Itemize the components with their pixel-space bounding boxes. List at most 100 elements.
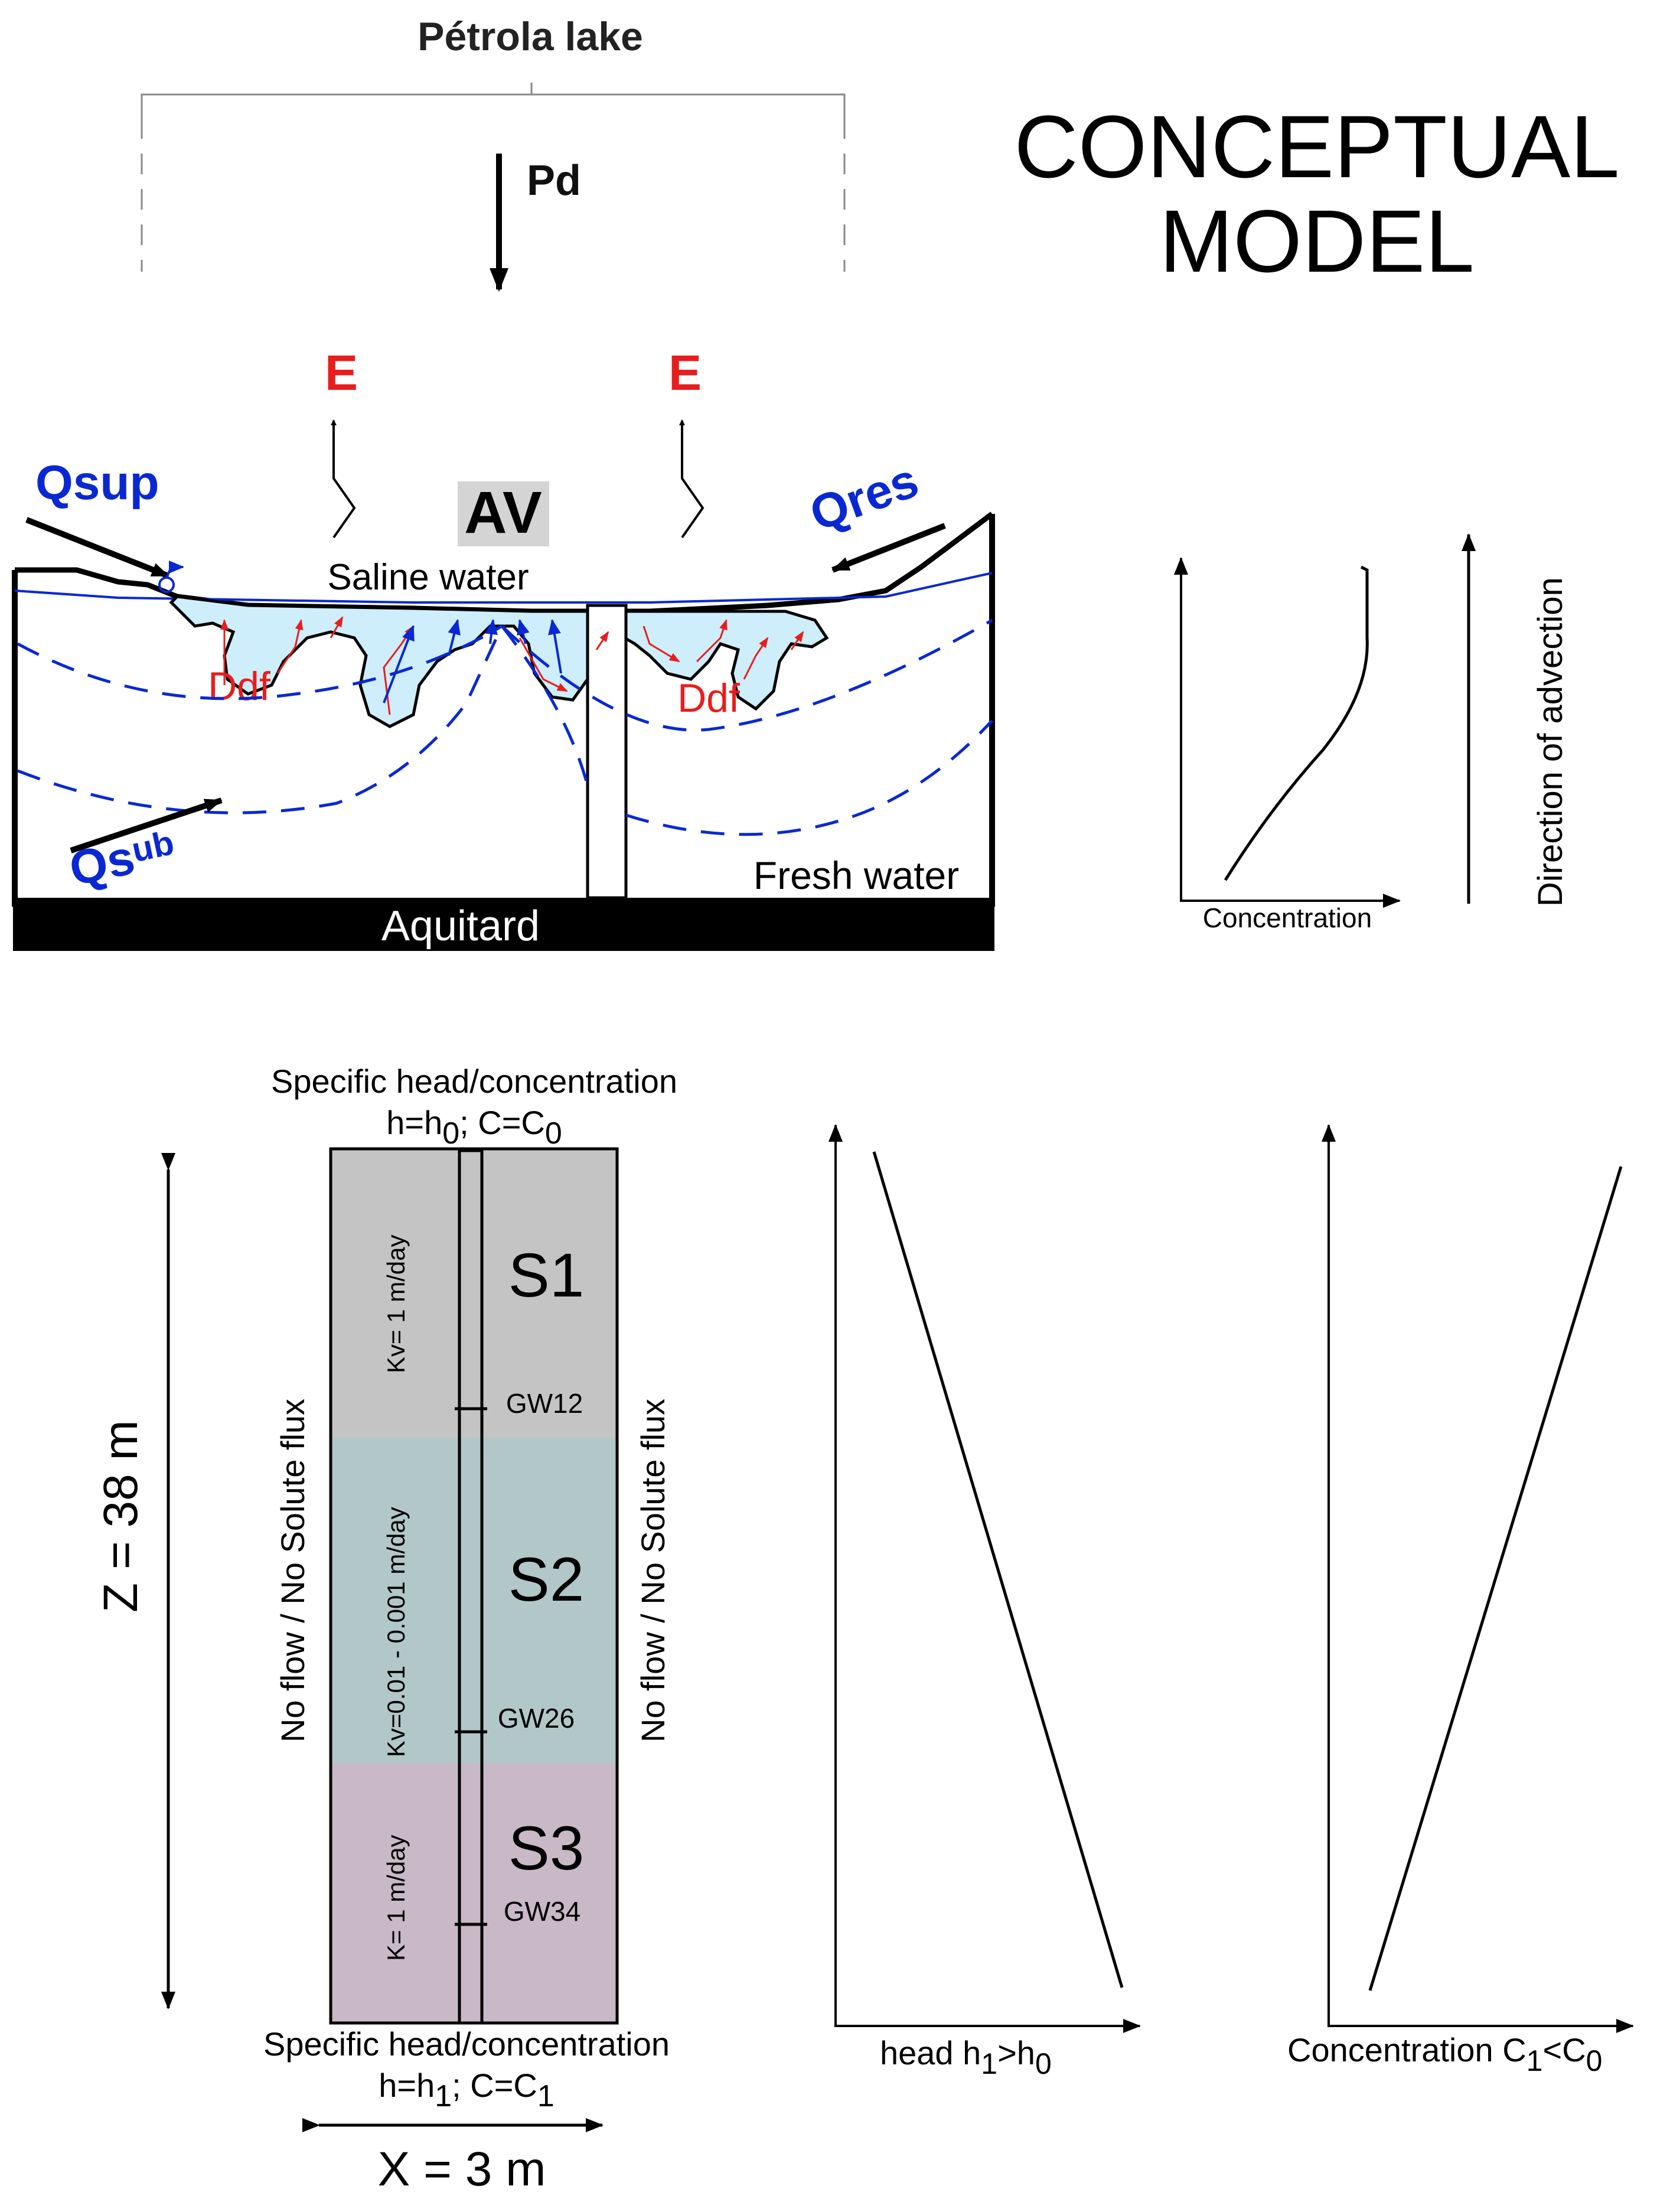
observation-well [458, 1149, 484, 2025]
top-c: ; C=C [459, 1104, 545, 1141]
advection-arrows [383, 619, 562, 703]
right-boundary-label: No flow / No Solute flux [634, 1399, 671, 1742]
top-h: h=h [386, 1104, 442, 1141]
ddf-arrow [276, 619, 304, 674]
ddf-arrow [518, 637, 568, 692]
aquitard-label: Aquitard [381, 903, 540, 950]
lake-bracket [141, 83, 846, 118]
evaporation-arrow-left [331, 419, 356, 539]
evaporation-arrow-right [679, 419, 704, 539]
bottom-h: h=h [379, 2067, 435, 2104]
well-gw26: GW26 [498, 1703, 575, 1734]
layer-name-s3: S3 [508, 1814, 584, 1883]
bottom-boundary-line2: h=h1; C=C1 [379, 2067, 555, 2113]
qsub-main: Qs [65, 830, 139, 897]
kv-s1-group: Kv= 1 m/day [382, 1234, 410, 1373]
flow-line [17, 625, 504, 815]
layer-name-s1: S1 [508, 1241, 584, 1310]
ddf-arrow [642, 626, 680, 663]
qsub-label-group: Qsub [65, 822, 180, 897]
flow-line [501, 625, 589, 786]
ddf-arrow [330, 616, 344, 638]
layer-name-s2: S2 [508, 1545, 584, 1614]
ddf-label-left: Ddf [208, 664, 270, 709]
conductivity-s3: K= 1 m/day [382, 1835, 410, 1961]
title-line2: MODEL [1159, 191, 1474, 291]
kv-s3-group: K= 1 m/day [382, 1835, 410, 1961]
profile-curve [1224, 565, 1369, 881]
av-label: AV [464, 480, 542, 546]
ddf-label-right: Ddf [677, 676, 740, 721]
qres-arrow [831, 523, 946, 573]
qsup-label: Qsup [35, 456, 159, 510]
qres-label: Qres [803, 453, 925, 541]
conc-x-label: Concentration C1<C0 [1287, 2031, 1602, 2077]
head-plot: head h1>h0 [829, 1124, 1141, 2080]
advection-direction-label: Direction of advection [1531, 577, 1570, 907]
ddf-arrow [790, 631, 804, 650]
qsub-label: Qsub [65, 822, 180, 896]
advection-arrow [517, 619, 530, 644]
advection-label-group: Direction of advection [1531, 577, 1570, 907]
height-label: Z = 38 m [94, 1420, 148, 1612]
left-boundary-label: No flow / No Solute flux [274, 1399, 311, 1742]
advection-arrow [485, 619, 498, 644]
conc-x-text: Concentration C [1287, 2031, 1527, 2068]
profile-x-label: Concentration [1203, 903, 1372, 933]
head-x-sub1: 1 [981, 2047, 997, 2080]
piezometer-tube [586, 604, 628, 900]
top-boundary-line1: Specific head/concentration [271, 1063, 677, 1100]
lake-cross-section: Pétrola lake Pd CONCEPTUAL MODEL E E AV … [12, 14, 1620, 951]
evaporation-label-right: E [668, 345, 702, 400]
kv-s2-group: Kv=0.01 - 0.001 m/day [382, 1507, 410, 1757]
conductivity-s1: Kv= 1 m/day [382, 1234, 410, 1373]
layer-s3 [331, 1763, 617, 2023]
fresh-water-label: Fresh water [754, 853, 959, 897]
head-x-label: head h1>h0 [880, 2034, 1052, 2080]
title-line1: CONCEPTUAL [1014, 97, 1619, 196]
density-flow-arrows [220, 616, 804, 715]
qsub-sub: ub [128, 823, 177, 869]
ddf-arrow [696, 619, 728, 663]
top-boundary-line2: h=h0; C=C0 [386, 1104, 562, 1151]
conc-x-sub2: 0 [1586, 2044, 1603, 2077]
head-line [872, 1151, 1124, 1988]
qsub-arrow [70, 797, 223, 853]
evaporation-label-left: E [325, 345, 358, 400]
top-c-sub: 0 [545, 1116, 562, 1151]
well-gw12: GW12 [506, 1388, 583, 1419]
top-h-sub: 0 [442, 1116, 459, 1151]
aquitard-bar [13, 898, 994, 951]
bottom-c-sub: 1 [537, 2079, 555, 2113]
saline-water-label: Saline water [327, 557, 529, 598]
width-label: X = 3 m [378, 2142, 546, 2196]
flow-line [625, 719, 993, 836]
soil-column-model: Specific head/concentration h=h0; C=C0 S… [94, 1063, 677, 2196]
spring-flow [165, 561, 184, 578]
bottom-boundary-line1: Specific head/concentration [263, 2025, 670, 2063]
qres-label-group: Qres [803, 453, 925, 541]
conc-line [1368, 1166, 1623, 1991]
layer-s1 [331, 1149, 617, 1438]
head-x-mid: >h [997, 2034, 1035, 2071]
bottom-h-sub: 1 [435, 2079, 452, 2113]
advection-arrow [448, 619, 461, 656]
well-gw34: GW34 [504, 1896, 580, 1927]
layer-s2 [331, 1438, 617, 1763]
qsup-arrow [25, 517, 169, 579]
conc-x-sub1: 1 [1527, 2044, 1543, 2077]
left-boundary-group: No flow / No Solute flux [274, 1399, 311, 1742]
advection-arrow [383, 625, 415, 703]
conc-x-mid: <C [1542, 2031, 1586, 2068]
concentration-profile-plot: Concentration Direction of advection [1174, 533, 1570, 933]
lake-name: Pétrola lake [418, 14, 643, 59]
ddf-arrow [743, 637, 769, 680]
flow-lines [17, 618, 993, 836]
flow-line [501, 618, 993, 732]
right-boundary-group: No flow / No Solute flux [634, 1399, 671, 1742]
flow-line [17, 624, 503, 701]
ddf-arrow [595, 631, 609, 650]
conductivity-s2: Kv=0.01 - 0.001 m/day [382, 1507, 410, 1757]
